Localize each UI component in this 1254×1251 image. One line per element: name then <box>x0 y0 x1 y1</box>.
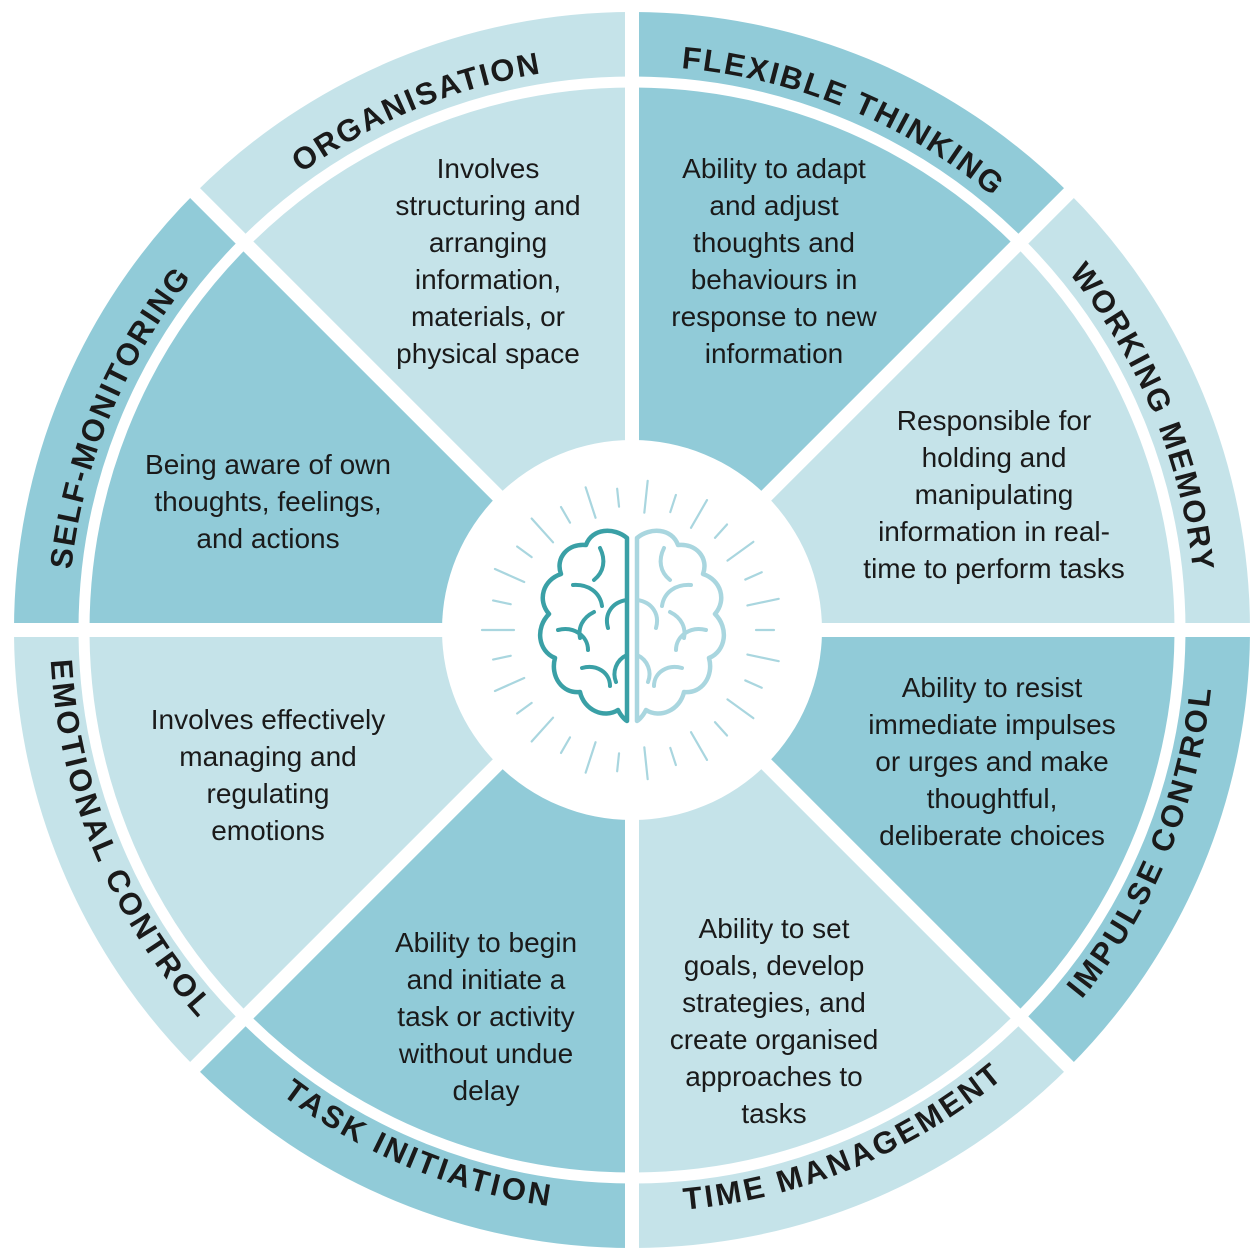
segment-emotional-control <box>84 630 502 1018</box>
description-line: delay <box>453 1075 520 1106</box>
ray <box>493 676 526 693</box>
ray <box>713 523 729 539</box>
description-line: managing and <box>179 741 356 772</box>
ray <box>713 721 729 737</box>
description-line: physical space <box>396 338 580 369</box>
ray <box>726 698 755 720</box>
description-line: information in real- <box>878 516 1110 547</box>
ray <box>516 545 533 559</box>
description-line: Ability to adapt <box>682 153 866 184</box>
ray <box>584 741 597 774</box>
description-line: or urges and make <box>875 746 1108 777</box>
description-line: information, <box>415 264 561 295</box>
segment-self-monitoring <box>84 242 502 630</box>
segment-flexible-thinking <box>632 82 1020 500</box>
description-line: approaches to <box>685 1061 862 1092</box>
description-flexible-thinking: Ability to adapt and adjust thoughts and be… <box>671 153 877 369</box>
ray <box>530 517 555 544</box>
center-circle <box>442 440 822 820</box>
description-impulse-control: Ability to resist immediate impulses or ur… <box>868 672 1115 851</box>
segment-impulse-control <box>762 630 1180 1018</box>
description-line: strategies, and <box>682 987 866 1018</box>
ray <box>746 653 780 663</box>
description-line: time to perform tasks <box>863 553 1124 584</box>
rays-icon <box>480 479 780 781</box>
ray <box>530 716 555 743</box>
ray <box>726 540 755 562</box>
description-line: and initiate a <box>407 964 566 995</box>
description-line: structuring and <box>395 190 580 221</box>
description-line: information <box>705 338 844 369</box>
description-line: holding and <box>922 442 1067 473</box>
description-line: Involves effectively <box>151 704 386 735</box>
ray <box>559 505 572 524</box>
description-line: Ability to resist <box>902 672 1083 703</box>
ray <box>616 752 621 773</box>
description-line: response to new <box>671 301 877 332</box>
description-line: thoughtful, <box>927 783 1058 814</box>
ray <box>669 746 677 767</box>
ray <box>492 654 512 661</box>
description-working-memory: Responsible for holding and manipulating in… <box>863 405 1124 584</box>
segment-organisation <box>244 82 632 500</box>
ring-divider <box>78 76 1186 1184</box>
description-time-management: Ability to set goals, develop strategies, … <box>670 913 879 1129</box>
description-line: thoughts and <box>693 227 855 258</box>
description-line: Ability to begin <box>395 927 577 958</box>
description-line: create organised <box>670 1024 879 1055</box>
ray <box>516 701 533 715</box>
description-line: and adjust <box>709 190 838 221</box>
description-line: without undue <box>398 1038 573 1069</box>
ray <box>493 567 526 584</box>
description-line: immediate impulses <box>868 709 1115 740</box>
descriptions-layer: Involves structuring and arranging informat… <box>145 153 1125 1129</box>
segment-task-initiation <box>244 760 632 1178</box>
separators-layer <box>4 2 1254 1251</box>
ray <box>689 731 709 762</box>
segment-time-management <box>632 760 1020 1178</box>
description-organisation: Involves structuring and arranging informat… <box>395 153 580 369</box>
description-task-initiation: Ability to begin and initiate a task or ac… <box>395 927 577 1106</box>
description-emotional-control: Involves effectively managing and regulati… <box>151 704 386 846</box>
ray <box>559 736 572 755</box>
description-self-monitoring: Being aware of own thoughts, feelings, and… <box>145 449 391 554</box>
description-line: task or activity <box>397 1001 574 1032</box>
brain-icon <box>538 528 726 724</box>
description-line: arranging <box>429 227 547 258</box>
ray <box>689 498 709 529</box>
ray <box>746 597 780 607</box>
ray <box>643 746 649 781</box>
description-line: manipulating <box>915 479 1074 510</box>
description-line: goals, develop <box>684 950 865 981</box>
center-hub <box>442 440 822 820</box>
description-line: regulating <box>207 778 330 809</box>
description-line: thoughts, feelings, <box>154 486 381 517</box>
description-line: Being aware of own <box>145 449 391 480</box>
ray <box>492 599 512 606</box>
description-line: tasks <box>741 1098 806 1129</box>
description-line: Responsible for <box>897 405 1092 436</box>
description-line: behaviours in <box>691 264 858 295</box>
ray <box>584 486 597 519</box>
ray <box>616 487 621 508</box>
ray <box>744 679 763 689</box>
description-line: emotions <box>211 815 325 846</box>
ray <box>744 571 763 581</box>
ray <box>643 479 649 514</box>
segment-working-memory <box>762 242 1180 630</box>
description-line: Ability to set <box>699 913 850 944</box>
ray <box>669 493 677 514</box>
description-line: and actions <box>196 523 339 554</box>
description-line: Involves <box>437 153 540 184</box>
description-line: deliberate choices <box>879 820 1105 851</box>
description-line: materials, or <box>411 301 565 332</box>
